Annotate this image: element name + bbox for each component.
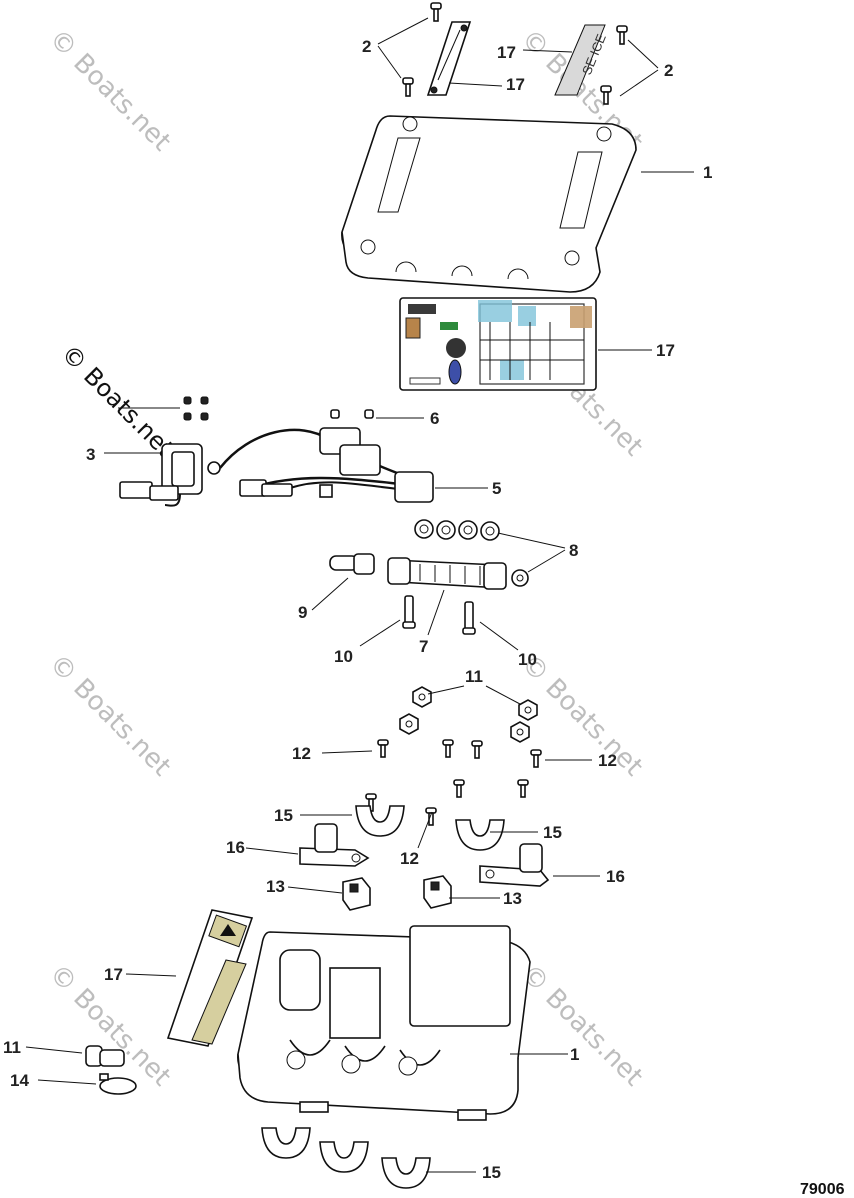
warning-decal (166, 909, 254, 1047)
callout-label: 13 (503, 889, 522, 908)
cradle-clip (261, 1127, 431, 1189)
watermark-text: © Boats.net (43, 649, 176, 782)
callout-label: 13 (266, 877, 285, 896)
cap-icon (414, 519, 529, 587)
callout-label: 11 (465, 667, 483, 686)
elbow-fitting (85, 1045, 125, 1067)
watermark-text: © Boats.net (515, 959, 648, 1092)
clamp-block (342, 875, 452, 911)
callout-label: 16 (226, 838, 245, 857)
screw-icon (600, 85, 612, 105)
connector-socket (119, 443, 203, 507)
callout-label: 17 (104, 965, 123, 984)
callout-label: 15 (543, 823, 562, 842)
bolt-icon (402, 595, 476, 635)
callout-label: 2 (664, 61, 673, 80)
callout-label: 1 (570, 1045, 579, 1064)
callout-label: 10 (518, 650, 537, 669)
callout-label: 1 (703, 163, 712, 182)
decal-strip-left (426, 21, 472, 96)
callout-label: 17 (506, 75, 525, 94)
callout-label: 9 (298, 603, 307, 622)
callout-labels: 2 17 17 2 1 17 6 3 5 8 9 7 10 10 11 12 1… (3, 37, 845, 1198)
callout-label: 12 (598, 751, 617, 770)
callout-label: 16 (606, 867, 625, 886)
callout-label: 14 (10, 1071, 29, 1090)
figure-number: 79006 (800, 1181, 845, 1198)
callout-label: 11 (3, 1038, 21, 1057)
callout-label: 8 (569, 541, 578, 560)
cradle-clip (355, 805, 505, 851)
watermark-text-dark: © Boats.net (56, 339, 179, 462)
terminal-bracket (299, 823, 550, 887)
nut-icon (399, 686, 538, 743)
base-housing (237, 925, 531, 1121)
callout-label: 10 (334, 647, 353, 666)
screw-icon (430, 2, 442, 22)
callout-label: 12 (400, 849, 419, 868)
callout-label: 5 (492, 479, 501, 498)
tie-strap (99, 1073, 137, 1095)
callout-label: 17 (497, 43, 516, 62)
callout-label: 15 (274, 806, 293, 825)
screw-icon (330, 409, 374, 419)
wiring-harness (207, 427, 434, 503)
callout-label: 2 (362, 37, 371, 56)
watermark-text: © Boats.net (43, 24, 176, 157)
callout-label: 7 (419, 637, 428, 656)
callout-label: 3 (86, 445, 95, 464)
callout-label: 15 (482, 1163, 501, 1182)
screw-icon (365, 739, 542, 826)
hose-fitting (329, 553, 375, 575)
callout-label: 6 (430, 409, 439, 428)
bus-bar-manifold (387, 557, 507, 590)
screw-icon (402, 77, 414, 97)
cover-lid (341, 115, 637, 293)
callout-label: 17 (656, 341, 675, 360)
screw-icon (616, 25, 628, 45)
small-screw-group (183, 396, 209, 421)
callout-label: 12 (292, 744, 311, 763)
board-decal (399, 297, 597, 391)
